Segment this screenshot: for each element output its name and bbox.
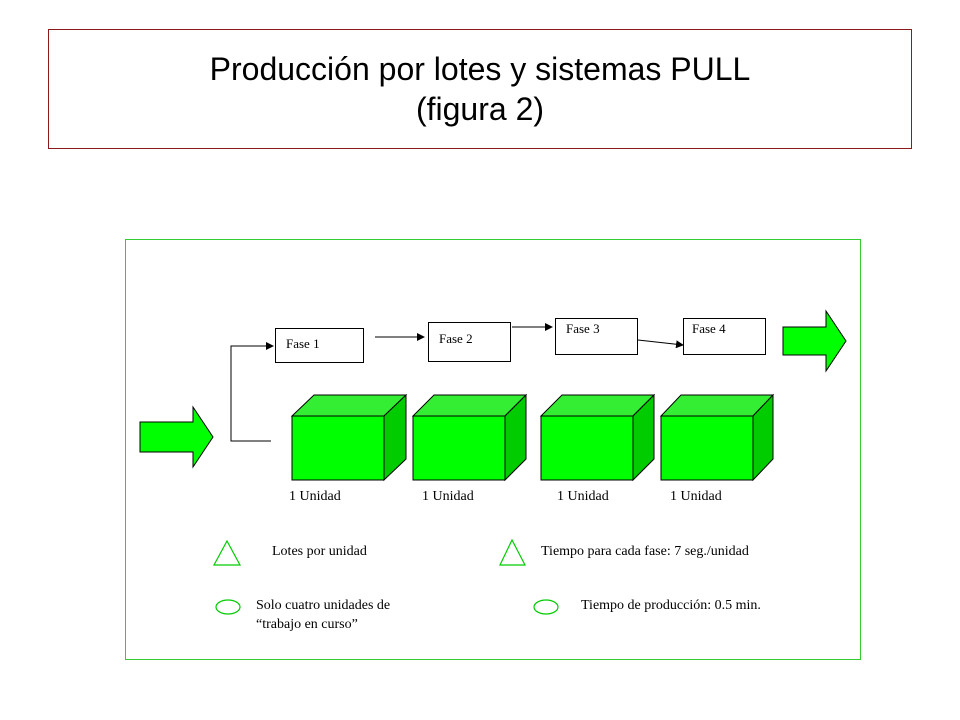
- feed-connector: [230, 342, 274, 442]
- note-wip-line-2: “trabajo en curso”: [256, 617, 358, 632]
- oval-icon-wip: [215, 599, 241, 615]
- triangle-icon-lotes: [212, 539, 242, 566]
- phase-label-2: Fase 2: [439, 331, 473, 346]
- arrow-fase3-fase4: [637, 339, 684, 349]
- input-arrow: [139, 405, 214, 469]
- phase-box-2: Fase 2: [428, 322, 511, 362]
- unit-label-3: 1 Unidad: [557, 489, 609, 504]
- note-wip-line-1: Solo cuatro unidades de: [256, 598, 391, 613]
- note-tiempo-fase: Tiempo para cada fase: 7 seg./unidad: [541, 544, 749, 559]
- unit-cube-3: [539, 393, 656, 482]
- triangle-icon-tiempo: [499, 538, 526, 566]
- note-lotes: Lotes por unidad: [272, 544, 367, 559]
- unit-cube-2: [411, 393, 528, 482]
- output-arrow: [782, 309, 847, 373]
- diagram-frame: [125, 239, 861, 660]
- title-frame: Producción por lotes y sistemas PULL (fi…: [48, 29, 912, 149]
- phase-box-3: Fase 3: [555, 318, 638, 355]
- unit-cube-1: [290, 393, 408, 482]
- unit-label-1: 1 Unidad: [289, 489, 341, 504]
- phase-label-4: Fase 4: [692, 321, 726, 336]
- phase-label-1: Fase 1: [286, 336, 320, 351]
- unit-label-2: 1 Unidad: [422, 489, 474, 504]
- title-line-1: Producción por lotes y sistemas PULL: [209, 51, 751, 87]
- phase-box-4: Fase 4: [683, 318, 766, 355]
- phase-box-1: Fase 1: [275, 328, 364, 363]
- phase-label-3: Fase 3: [566, 321, 600, 336]
- note-tiempo-produccion: Tiempo de producción: 0.5 min.: [581, 598, 761, 613]
- title-line-2: (figura 2): [415, 91, 545, 127]
- unit-label-4: 1 Unidad: [670, 489, 722, 504]
- oval-icon-tiempo-produccion: [533, 599, 559, 615]
- unit-cube-4: [659, 393, 775, 482]
